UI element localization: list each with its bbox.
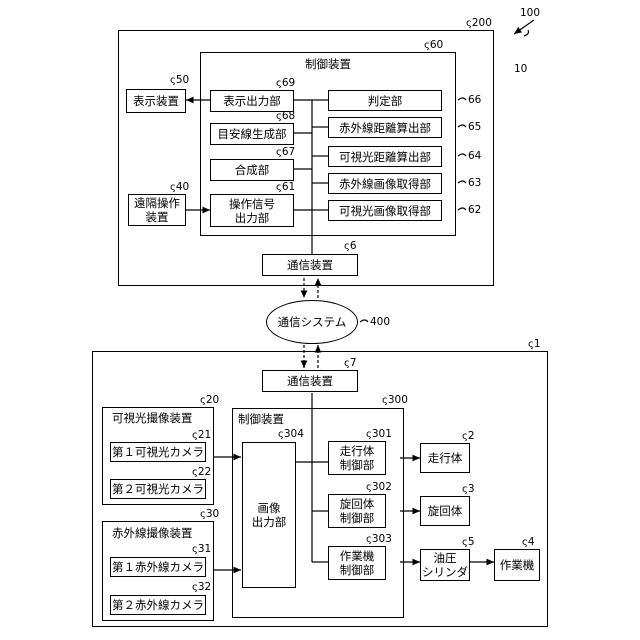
ref-label-63: 63 (468, 177, 481, 189)
ref-label-30: ς30 (200, 508, 219, 520)
leader-curl: ς (192, 430, 198, 441)
leader-curl: ς (366, 429, 372, 440)
ref-label-69: ς69 (276, 77, 295, 89)
swing-body-control-box: 旋回体 制御部 (328, 494, 386, 528)
ref-label-68: ς68 (276, 110, 295, 122)
ref-label-62: 62 (468, 204, 481, 216)
ref-label-21: ς21 (192, 429, 211, 441)
remote-control-device-title: 制御装置 (305, 56, 351, 72)
visible-camera-2-box: 第２可視光カメラ (110, 479, 206, 499)
leader-curl: ς (424, 40, 430, 51)
display-device-box: 表示装置 (126, 89, 186, 113)
visible-distance-calc-box: 可視光距離算出部 (328, 146, 442, 167)
leader-curl: ς (522, 537, 528, 548)
leader-curl: ς (276, 78, 282, 89)
leader-curl: ς (382, 395, 388, 406)
ref-label-302: ς302 (366, 481, 392, 493)
leader-curl: ς (170, 182, 176, 193)
display-output-unit-box: 表示出力部 (210, 90, 294, 112)
ref-label-300: ς300 (382, 394, 408, 406)
ref-label-61: ς61 (276, 181, 295, 193)
ref-label-303: ς303 (366, 533, 392, 545)
travel-body-box: 走行体 (420, 443, 470, 473)
ref-label-22: ς22 (192, 466, 211, 478)
leader-curl: ς (276, 111, 282, 122)
visible-imaging-device-title: 可視光撮像装置 (112, 410, 193, 426)
ref-label-65: 65 (468, 121, 481, 133)
travel-body-control-box: 走行体 制御部 (328, 441, 386, 475)
arrow-100 (514, 20, 534, 34)
ref-label-64: 64 (468, 150, 481, 162)
ref-label-304: ς304 (278, 428, 304, 440)
ref-label-60: ς60 (424, 39, 443, 51)
leader-curl: ς (344, 358, 350, 369)
compositor-box: 合成部 (210, 159, 294, 181)
swing-body-box: 旋回体 (420, 496, 470, 526)
comm-system-ellipse: 通信システム (266, 300, 358, 344)
leader-curl: ς (170, 75, 176, 86)
ir-imaging-device-title: 赤外線撮像装置 (112, 525, 193, 541)
leader-curl: ς (276, 147, 282, 158)
ir-camera-1-box: 第１赤外線カメラ (110, 557, 206, 577)
remote-comm-device-box: 通信装置 (262, 254, 358, 276)
ref-label-7: ς7 (344, 357, 357, 369)
leader-curl: ς (366, 534, 372, 545)
ref-label-400: 400 (370, 316, 390, 328)
ref-label-301: ς301 (366, 428, 392, 440)
guide-line-generator-box: 目安線生成部 (210, 123, 294, 145)
hydraulic-cylinder-box: 油圧 シリンダ (420, 549, 470, 581)
ref-label-10: 10 (514, 63, 527, 75)
ref-label-20: ς20 (200, 394, 219, 406)
ref-label-4: ς4 (522, 536, 535, 548)
ir-distance-calc-box: 赤外線距離算出部 (328, 117, 442, 138)
operation-signal-output-box: 操作信号 出力部 (210, 194, 294, 227)
ref-label-67: ς67 (276, 146, 295, 158)
remote-operation-device-box: 遠隔操作 装置 (128, 194, 186, 226)
ref-label-100: 100 (520, 7, 540, 19)
leader-curl: ς (528, 339, 534, 350)
leader-100-curl (524, 30, 529, 36)
ref-label-31: ς31 (192, 543, 211, 555)
machine-comm-device-box: 通信装置 (262, 370, 358, 392)
leader-curl: ς (192, 544, 198, 555)
leader-curl: ς (200, 395, 206, 406)
visible-image-acquisition-box: 可視光画像取得部 (328, 200, 442, 221)
leader-curl: ς (344, 241, 350, 252)
leader-curl: ς (462, 431, 468, 442)
ir-camera-2-box: 第２赤外線カメラ (110, 595, 206, 615)
ref-label-6: ς6 (344, 240, 357, 252)
judgment-unit-box: 判定部 (328, 90, 442, 111)
ref-label-3: ς3 (462, 483, 475, 495)
ref-label-200: ς200 (466, 17, 492, 29)
ir-image-acquisition-box: 赤外線画像取得部 (328, 173, 442, 194)
leader-curl: ς (278, 429, 284, 440)
ref-label-5: ς5 (462, 536, 475, 548)
leader-curl: ς (462, 484, 468, 495)
ref-label-66: 66 (468, 94, 481, 106)
leader-curl: ς (366, 482, 372, 493)
ref-label-1: ς1 (528, 338, 541, 350)
machine-control-device-title: 制御装置 (238, 411, 284, 427)
work-machine-box: 作業機 (494, 549, 540, 581)
leader-curl: ς (192, 467, 198, 478)
leader-curl: ς (466, 18, 472, 29)
work-machine-control-box: 作業機 制御部 (328, 546, 386, 580)
ref-label-2: ς2 (462, 430, 475, 442)
ref-label-50: ς50 (170, 74, 189, 86)
ref-label-40: ς40 (170, 181, 189, 193)
leader-curl: ς (276, 182, 282, 193)
visible-camera-1-box: 第１可視光カメラ (110, 442, 206, 462)
leader-curl: ς (462, 537, 468, 548)
leader-curl: ς (192, 582, 198, 593)
ref-label-32: ς32 (192, 581, 211, 593)
leader-curl: ς (200, 509, 206, 520)
leader-400 (360, 320, 368, 322)
image-output-unit-box: 画像 出力部 (242, 442, 296, 588)
